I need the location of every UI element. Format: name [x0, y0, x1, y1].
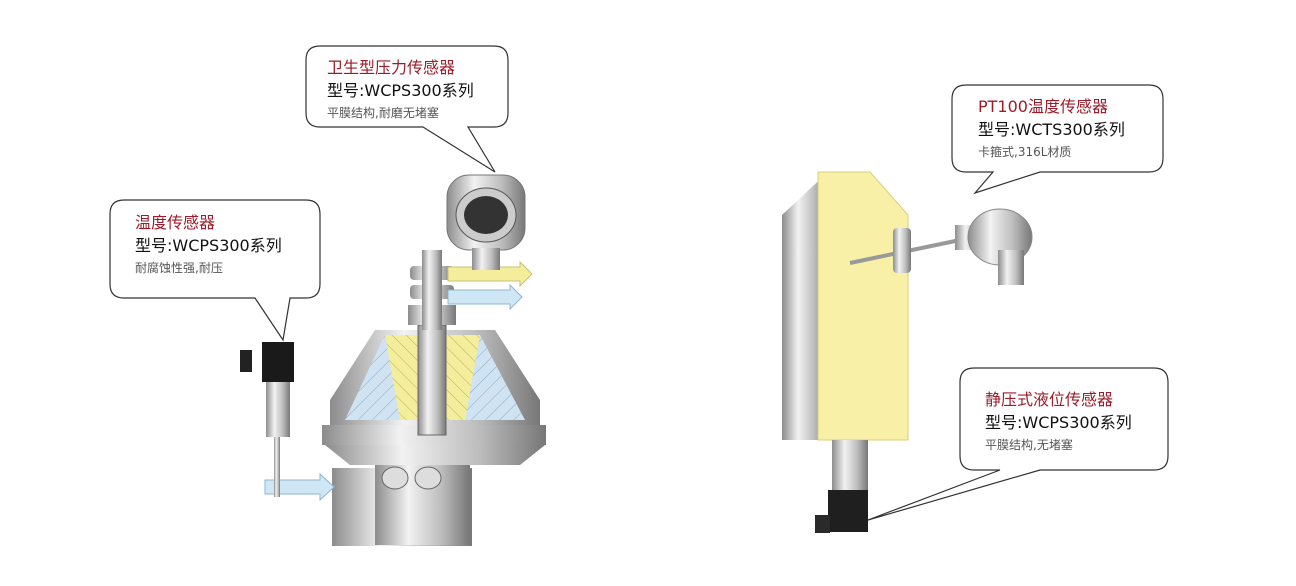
- callout-bubble-pressure: [305, 45, 509, 173]
- callout-bubble-temperature: [109, 199, 321, 342]
- temperature-sensor-illustration: [240, 342, 294, 497]
- callout-model: 型号:WCPS300系列: [985, 413, 1132, 432]
- callout-temperature-sensor: 温度传感器 型号:WCPS300系列 耐腐蚀性强,耐压: [135, 212, 282, 278]
- tank-illustration: [782, 171, 909, 533]
- callout-pressure-sensor: 卫生型压力传感器 型号:WCPS300系列 平膜结构,耐磨无堵塞: [327, 57, 474, 123]
- callout-pt100-sensor: PT100温度传感器 型号:WCTS300系列 卡箍式,316L材质: [978, 96, 1125, 162]
- pressure-sensor-illustration: [446, 174, 526, 270]
- callout-bubble-level: [867, 367, 1169, 521]
- callout-title: 静压式液位传感器: [985, 390, 1114, 409]
- callout-level-sensor: 静压式液位传感器 型号:WCPS300系列 平膜结构,无堵塞: [985, 389, 1132, 455]
- callout-desc: 卡箍式,316L材质: [978, 145, 1072, 159]
- outlet-arrow-blue: [447, 283, 523, 311]
- callout-model: 型号:WCPS300系列: [327, 81, 474, 100]
- centrifuge-illustration: [322, 250, 546, 546]
- callout-model: 型号:WCTS300系列: [978, 120, 1125, 139]
- callout-desc: 耐腐蚀性强,耐压: [135, 261, 223, 275]
- callout-desc: 平膜结构,无堵塞: [985, 438, 1073, 452]
- pt100-sensor-illustration: [849, 208, 1033, 285]
- callout-title: PT100温度传感器: [978, 97, 1108, 116]
- callout-bubble-pt100: [951, 84, 1164, 195]
- callout-title: 温度传感器: [135, 213, 216, 232]
- outlet-arrow-yellow: [447, 260, 533, 288]
- callout-title: 卫生型压力传感器: [327, 58, 456, 77]
- callout-model: 型号:WCPS300系列: [135, 236, 282, 255]
- callout-desc: 平膜结构,耐磨无堵塞: [327, 106, 439, 120]
